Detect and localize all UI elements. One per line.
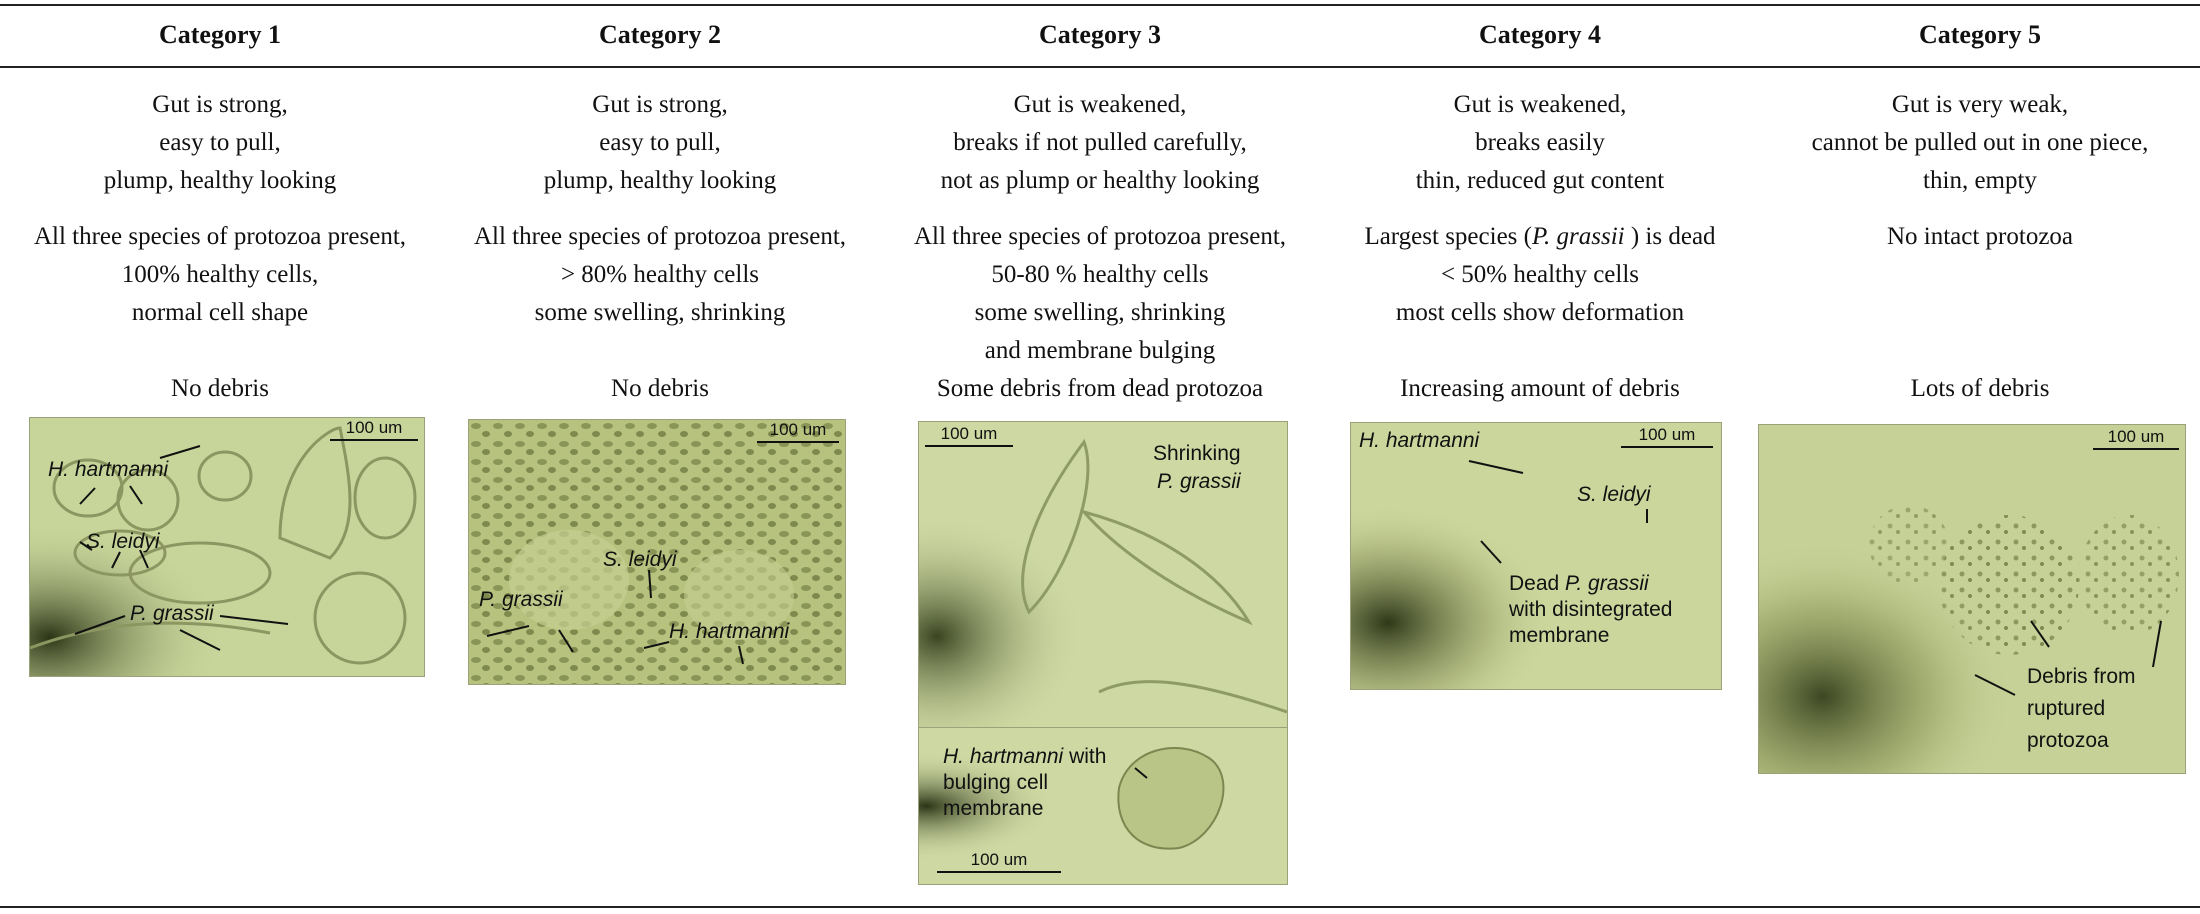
micrograph-4-scale-bar: 100 um: [1621, 425, 1713, 448]
micrograph-5-scale-bar: 100 um: [2093, 427, 2179, 450]
table-top-rule: [0, 4, 2200, 6]
category-5-micrograph: 100 um Debris from ruptured protozoa: [1758, 424, 2186, 774]
label-dead-p-grassii: Dead P. grassii with disintegrated membr…: [1509, 572, 1673, 647]
label-s-leidyi: S. leidyi: [86, 530, 160, 553]
micrograph-3-scale-bar-top: 100 um: [925, 424, 1013, 447]
category-3-column: Category 3 Gut is weakened, breaks if no…: [880, 0, 1320, 914]
category-5-protozoa-description: No intact protozoa: [1886, 223, 2074, 250]
category-3-micrograph-top: 100 um Shrinking P. grassii: [918, 421, 1288, 729]
category-4-debris: Increasing amount of debris: [1400, 375, 1680, 402]
category-1-column: Category 1 Gut is strong, easy to pull, …: [0, 0, 440, 914]
category-4-gut-description: Gut is weakened, breaks easily thin, red…: [1415, 91, 1665, 194]
micrograph-3-scale-bar-bottom: 100 um: [937, 850, 1061, 873]
category-4-protozoa-description: Largest species (P. grassii ) is dead < …: [1364, 223, 1716, 326]
label-s-leidyi: S. leidyi: [603, 548, 677, 571]
table-bottom-rule: [0, 906, 2200, 908]
category-2-debris: No debris: [611, 375, 709, 402]
label-h-hartmanni-bulging: H. hartmanni with bulging cell membrane: [943, 745, 1107, 820]
category-1-debris: No debris: [171, 375, 269, 402]
micrograph-3-bottom-texture: [919, 728, 1287, 884]
micrograph-1-texture: [30, 418, 424, 676]
label-p-grassii: P. grassii: [130, 602, 214, 625]
category-3-protozoa-description: All three species of protozoa present, 5…: [913, 223, 1287, 364]
label-p-grassii: P. grassii: [1157, 470, 1241, 493]
label-h-hartmanni: H. hartmanni: [1359, 429, 1480, 452]
category-5-header: Category 5: [1918, 20, 2041, 49]
label-p-grassii: P. grassii: [479, 588, 563, 611]
table-header-rule: [0, 66, 2200, 68]
micrograph-2-scale-bar: 100 um: [757, 420, 839, 443]
category-2-column: Category 2 Gut is strong, easy to pull, …: [440, 0, 880, 914]
category-2-protozoa-description: All three species of protozoa present, >…: [473, 223, 847, 326]
label-debris: Debris from ruptured protozoa: [2027, 665, 2136, 752]
category-3-gut-description: Gut is weakened, breaks if not pulled ca…: [940, 91, 1260, 194]
category-5-gut-description: Gut is very weak, cannot be pulled out i…: [1811, 91, 2149, 194]
micrograph-2-texture: [469, 420, 845, 684]
category-3-header: Category 3: [1038, 20, 1161, 49]
category-4-header: Category 4: [1478, 20, 1601, 49]
label-h-hartmanni: H. hartmanni: [48, 458, 169, 481]
category-2-gut-description: Gut is strong, easy to pull, plump, heal…: [543, 91, 777, 194]
category-2-micrograph: 100 um S. leidyi P. grassii H. hartmanni: [468, 419, 846, 685]
micrograph-1-scale-bar: 100 um: [330, 418, 418, 441]
category-1-micrograph: 100 um H. hartmanni S. leidyi P. grassii: [29, 417, 425, 677]
micrograph-5-texture: [1759, 425, 2185, 773]
micrograph-3-top-texture: [919, 422, 1287, 728]
label-h-hartmanni: H. hartmanni: [669, 620, 790, 643]
category-3-debris: Some debris from dead protozoa: [936, 375, 1264, 402]
category-4-column: Category 4 Gut is weakened, breaks easil…: [1320, 0, 1760, 914]
category-2-header: Category 2: [598, 20, 721, 49]
category-1-gut-description: Gut is strong, easy to pull, plump, heal…: [103, 91, 337, 194]
label-s-leidyi: S. leidyi: [1577, 483, 1651, 506]
category-1-header: Category 1: [158, 20, 281, 49]
category-5-column: Category 5 Gut is very weak, cannot be p…: [1760, 0, 2200, 914]
category-3-micrograph-bottom: H. hartmanni with bulging cell membrane …: [918, 727, 1288, 885]
category-1-protozoa-description: All three species of protozoa present, 1…: [33, 223, 407, 326]
category-4-micrograph: 100 um H. hartmanni S. leidyi Dead P. gr…: [1350, 422, 1722, 690]
micrograph-4-texture: [1351, 423, 1721, 689]
category-5-debris: Lots of debris: [1910, 375, 2050, 402]
label-shrinking: Shrinking: [1153, 442, 1241, 465]
